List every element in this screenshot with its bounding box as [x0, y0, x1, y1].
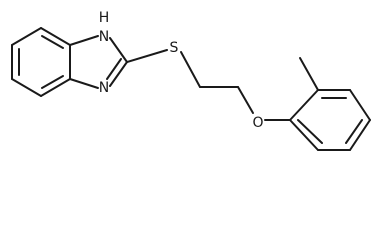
molecule-structure: H N N S O	[11, 10, 371, 151]
thioether-ethoxy-chain	[126, 49, 291, 121]
atom-label-n-bottom: N	[99, 80, 109, 96]
methyl-group	[299, 57, 319, 91]
tolyl-ring	[289, 89, 371, 151]
atom-label-n-top: N	[99, 29, 109, 45]
structure-canvas: H N N S O	[11, 10, 371, 151]
benzimidazole-imidazole-ring	[69, 35, 128, 89]
atom-label-s: S	[170, 40, 179, 56]
benzimidazole-benzene-ring	[11, 27, 71, 97]
atom-label-o: O	[252, 115, 263, 131]
atom-label-h: H	[99, 10, 110, 26]
